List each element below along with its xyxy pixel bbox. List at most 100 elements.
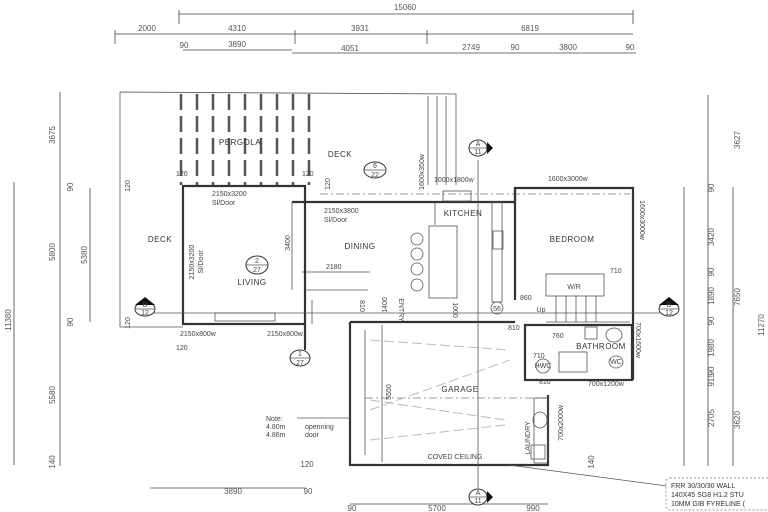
living-side-door-size: 2150x3200 [189,245,196,280]
dim-1000: 1000 [451,302,458,318]
label-living: LIVING [237,278,266,287]
svg-text:openning: openning [305,424,334,431]
section-marker-b-right: B12 [658,297,680,317]
label-laundry: LAUNDRY [525,421,532,455]
dim-3627: 3627 [733,131,742,149]
svg-text:2: 2 [255,258,259,265]
svg-text:door: door [305,432,320,439]
callout-line-3: 10MM GIB FYRELINE ( [671,501,746,508]
svg-text:12: 12 [141,310,149,317]
dim-120: 120 [325,178,332,190]
dim-3800: 3800 [559,43,577,52]
section-markers: A11 A11 B12 B12 227 127 622 [134,139,680,506]
label-walk-in-robe: W/R [567,284,581,291]
dim-860: 860 [520,295,532,302]
dim-1400: 1400 [382,297,389,313]
dim-90: 90 [707,267,716,276]
dim-overall-width: 15060 [394,3,417,12]
label-hwc: HWC [535,363,552,370]
dim-3931: 3931 [351,24,369,33]
detail-marker-1-27: 127 [289,349,311,367]
svg-text:22: 22 [371,172,379,179]
kitchen-window: 1000x1800w [434,177,475,184]
dim-90: 90 [626,43,635,52]
room-labels: PERGOLA DECK DECK LIVING DINING KITCHEN … [148,138,625,461]
dim-120: 120 [300,460,314,469]
svg-text:6: 6 [373,163,377,170]
section-marker-b-left: B12 [134,297,156,317]
dim-90: 90 [348,504,357,512]
dim-11380: 11380 [4,309,13,331]
dim-5380: 5380 [80,246,89,264]
dim-90: 90 [707,316,716,325]
dining-door-size: 2150x3800 [324,208,359,215]
living-window-1: 2150x800w [180,331,217,338]
dining-door-type: Sl/Door [324,217,348,224]
right-dimensions: 3627 90 3420 90 1890 90 1980 915 90 2705… [683,95,766,466]
dim-11270: 11270 [757,314,766,336]
left-dimensions: 3675 5800 5380 11380 5580 90 90 140 [4,92,91,469]
bathroom-window: 700x1600w [634,322,641,359]
label-stairs-up: Up [537,307,546,314]
tag-56: 56 [493,306,501,313]
dim-3420: 3420 [707,228,716,246]
dim-120: 120 [125,317,132,329]
bathroom-window-2: 700x1200w [588,381,625,388]
top-dimensions: 15060 2000 4310 3931 6819 90 3890 4051 2… [114,3,636,54]
svg-text:4.80m: 4.80m [266,424,286,431]
inner-dimensions: 3400 2180 810 1400 1000 860 710 810 760 … [125,171,622,400]
svg-text:A: A [476,490,481,497]
svg-text:B: B [143,302,148,309]
svg-text:27: 27 [296,360,304,367]
svg-text:A: A [476,141,481,148]
dim-760: 760 [552,333,564,340]
label-coved-ceiling: COVED CEILING [428,454,483,461]
label-garage: GARAGE [441,385,478,394]
label-entry: ENTRY [397,298,404,322]
svg-text:11: 11 [474,149,481,156]
label-pergola: PERGOLA [219,138,261,147]
label-bedroom: BEDROOM [550,235,595,244]
dim-5700: 5700 [428,504,446,512]
svg-text:1: 1 [298,351,302,358]
living-door-type: Sl/Door [212,200,236,207]
svg-text:11: 11 [474,498,481,505]
callout-line-2: 140X45 SG8 H1.2 STU [671,492,744,499]
svg-text:B: B [667,302,672,309]
dim-5580: 5580 [48,386,57,404]
dim-710: 710 [533,353,545,360]
dim-90: 90 [66,182,75,191]
living-window-2: 2150x800w [267,331,304,338]
dim-3890: 3890 [224,487,242,496]
dim-7650: 7650 [733,288,742,306]
stairs [555,296,597,322]
dim-810: 810 [358,300,365,312]
bedroom-window-top: 1600x3000w [548,176,589,183]
svg-text:4.86m: 4.86m [266,432,286,439]
dim-1980: 1980 [707,339,716,357]
label-deck-left: DECK [148,235,172,244]
kitchen-high-window: 1600x350w [419,153,426,190]
dim-915: 915 [707,373,716,387]
dim-90: 90 [180,41,189,50]
dim-3400: 3400 [285,235,292,251]
dim-120: 120 [302,171,314,178]
section-marker-a-top: A11 [468,139,493,157]
section-marker-a-bottom: A11 [468,488,493,506]
opening-labels: 2150x3200 Sl/Door 2150x3200 Sl/Door 2150… [180,153,645,441]
svg-text:27: 27 [253,267,261,274]
wall-spec-callout: FRR 30/30/30 WALL 140X45 SG8 H1.2 STU 10… [665,477,768,511]
dim-90: 90 [66,317,75,326]
dim-5800: 5800 [48,243,57,261]
dim-1890: 1890 [707,287,716,305]
dim-2705: 2705 [707,409,716,427]
detail-marker-6-22: 622 [363,161,387,179]
dim-3620: 3620 [733,411,742,429]
pergola-beams [179,94,311,185]
label-dining: DINING [345,242,376,251]
svg-text:12: 12 [665,310,673,317]
dim-4310: 4310 [228,24,246,33]
dim-120: 120 [176,345,188,352]
dim-90: 90 [304,487,313,496]
dim-990: 990 [526,504,540,512]
